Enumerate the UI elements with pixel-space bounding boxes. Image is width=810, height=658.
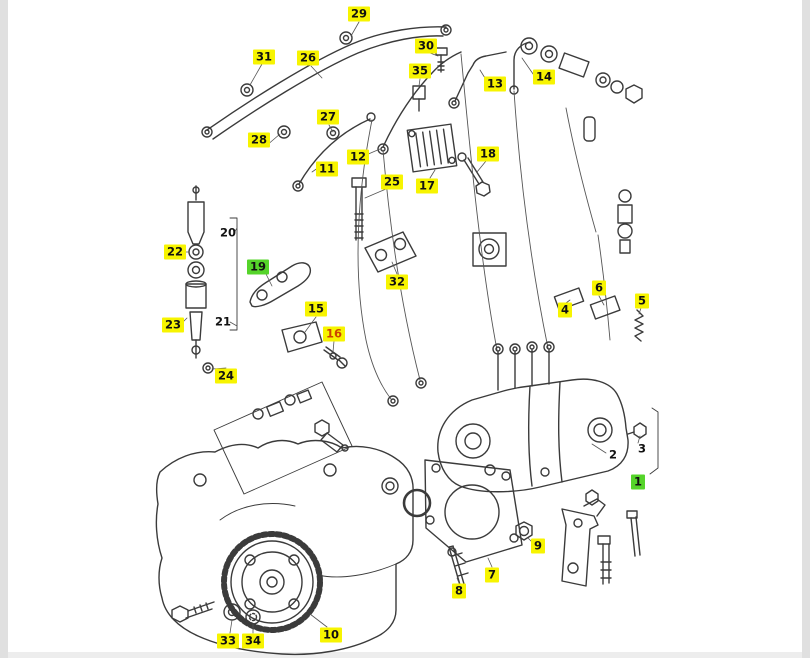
kit-box-drawing xyxy=(213,381,353,495)
part-label-15[interactable]: 15 xyxy=(304,301,328,317)
part-label-34[interactable]: 34 xyxy=(241,633,265,649)
part-label-10[interactable]: 10 xyxy=(319,627,343,643)
part-label-22[interactable]: 22 xyxy=(163,244,187,260)
part-label-11[interactable]: 11 xyxy=(315,161,339,177)
part-label-13[interactable]: 13 xyxy=(483,76,507,92)
part-label-8[interactable]: 8 xyxy=(451,583,467,599)
part-label-29[interactable]: 29 xyxy=(347,6,371,22)
part-label-28[interactable]: 28 xyxy=(247,132,271,148)
part-label-7[interactable]: 7 xyxy=(484,567,500,583)
long-pipes-drawing xyxy=(357,53,549,400)
injector-assembly-drawing xyxy=(185,185,238,374)
part-label-1[interactable]: 1 xyxy=(630,474,646,490)
part-label-4[interactable]: 4 xyxy=(557,302,573,318)
part-label-25[interactable]: 25 xyxy=(380,174,404,190)
clamp-bracket-drawing xyxy=(249,262,348,369)
part-label-14[interactable]: 14 xyxy=(532,69,556,85)
part-label-35[interactable]: 35 xyxy=(408,63,432,79)
part-label-9[interactable]: 9 xyxy=(530,538,546,554)
part-label-21[interactable]: 21 xyxy=(214,314,232,329)
part-label-3[interactable]: 3 xyxy=(637,441,647,456)
injector-pipes-drawing xyxy=(201,24,531,192)
part-label-2[interactable]: 2 xyxy=(608,447,618,462)
part-label-18[interactable]: 18 xyxy=(476,146,500,162)
part-label-32[interactable]: 32 xyxy=(385,274,409,290)
top-right-fittings-drawing xyxy=(520,37,643,341)
part-label-33[interactable]: 33 xyxy=(216,633,240,649)
part-label-27[interactable]: 27 xyxy=(316,109,340,125)
timing-case-drawing xyxy=(155,439,414,656)
part-label-23[interactable]: 23 xyxy=(161,317,185,333)
part-label-26[interactable]: 26 xyxy=(296,50,320,66)
pump-body-drawing xyxy=(437,341,659,493)
mounting-parts-drawing xyxy=(402,459,641,587)
banjo-fittings-drawing xyxy=(387,377,427,407)
part-label-17[interactable]: 17 xyxy=(415,178,439,194)
part-label-5[interactable]: 5 xyxy=(634,293,650,309)
part-label-30[interactable]: 30 xyxy=(414,38,438,54)
part-label-16[interactable]: 16 xyxy=(322,326,346,342)
part-label-24[interactable]: 24 xyxy=(214,368,238,384)
part-label-31[interactable]: 31 xyxy=(252,49,276,65)
part-label-6[interactable]: 6 xyxy=(591,280,607,296)
part-label-20[interactable]: 20 xyxy=(219,225,237,240)
part-label-12[interactable]: 12 xyxy=(346,149,370,165)
part-label-19[interactable]: 19 xyxy=(246,259,270,275)
